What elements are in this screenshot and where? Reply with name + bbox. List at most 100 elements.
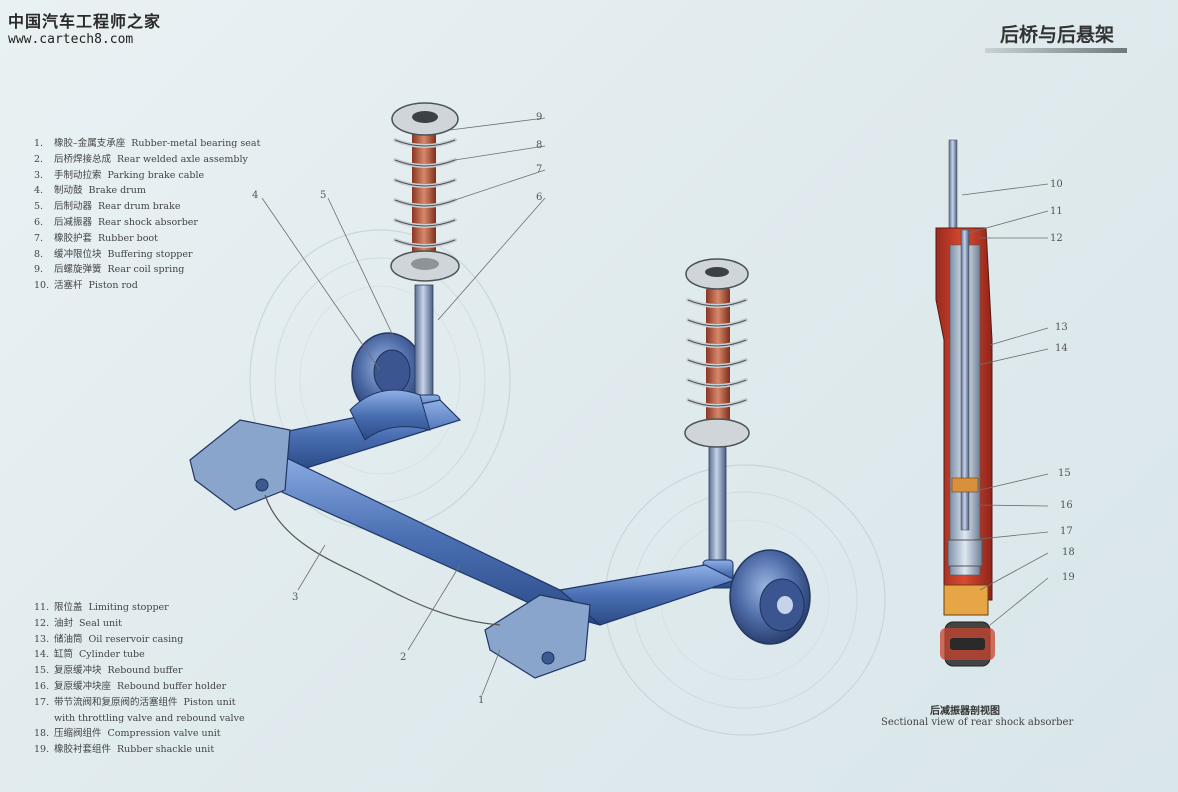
- legend-item-en: Piston unit: [183, 696, 236, 708]
- legend-item-cn: 复原缓冲块座: [54, 680, 112, 692]
- legend-item-en: Rear coil spring: [107, 264, 185, 276]
- legend-item: 15. 复原缓冲块 Rebound buffer: [34, 663, 245, 679]
- callout-3: 3: [292, 592, 298, 603]
- legend-item-n: 16.: [34, 680, 50, 692]
- legend-item-en: Brake drum: [88, 185, 146, 197]
- callout-9: 9: [536, 112, 542, 123]
- callout-18: 18: [1062, 547, 1075, 558]
- legend-item-en: Compression valve unit: [107, 728, 221, 740]
- legend-item-cn: 制动鼓: [54, 185, 83, 197]
- legend-item: 18. 压缩阀组件 Compression valve unit: [34, 726, 245, 742]
- legend-item-n: 10.: [34, 280, 50, 292]
- legend-item-cn: 后制动器: [54, 201, 93, 213]
- legend-item-cn: 复原缓冲块: [54, 665, 102, 677]
- legend-item-n: 12.: [34, 617, 50, 629]
- legend-item-en: Seal unit: [79, 617, 122, 629]
- legend-item-continuation: with throttling valve and rebound valve: [54, 712, 245, 724]
- legend-item-n: 11.: [34, 602, 50, 613]
- legend-item-en: Rear welded axle assembly: [117, 153, 248, 165]
- left-coil-spring: [390, 102, 460, 282]
- callouts: 1 2 3 4 5 6 7 8 9 10 11 12 13 14 15 16 1…: [252, 112, 1075, 706]
- legend-item-n: 4.: [34, 185, 44, 197]
- legend-item-cn: 带节流阀和复原阀的活塞组件: [54, 696, 178, 708]
- legend-item: 4. 制动鼓 Brake drum: [34, 183, 260, 199]
- legend-item-en: Piston rod: [88, 280, 138, 292]
- legend-item-en: Rear shock absorber: [98, 216, 198, 228]
- legend-item-en: Rebound buffer: [107, 665, 183, 677]
- legend-item-n: 13.: [34, 633, 50, 645]
- legend-item-en: Rear drum brake: [98, 201, 181, 213]
- legend-item-n: 2.: [34, 153, 44, 165]
- legend-item-n: 17.: [34, 696, 50, 708]
- callout-6: 6: [536, 192, 542, 203]
- legend-item-cn: 缸筒: [54, 649, 74, 661]
- legend-item-n: 14.: [34, 649, 50, 661]
- legend-item: 14. 缸筒 Cylinder tube: [34, 647, 245, 663]
- legend-item-cn: 限位盖: [54, 602, 83, 613]
- callout-13: 13: [1055, 322, 1068, 333]
- legend-item-cn: 橡胶–金属支承座: [54, 138, 126, 149]
- legend-item-n: 15.: [34, 665, 50, 677]
- legend-item-n: 6.: [34, 216, 44, 228]
- leader-lines: [261, 117, 1049, 696]
- legend-item-en: Cylinder tube: [79, 649, 145, 661]
- legend-item-en: Buffering stopper: [107, 248, 193, 260]
- legend-item-cn: 储油筒: [54, 633, 83, 645]
- callout-5: 5: [320, 190, 326, 201]
- legend-item-en: Rebound buffer holder: [117, 680, 227, 692]
- left-rubber-boot: [412, 125, 436, 270]
- legend-item: 8. 缓冲限位块 Buffering stopper: [34, 247, 260, 263]
- legend-item-cn: 后桥焊接总成: [54, 153, 112, 165]
- legend-item: 11. 限位盖 Limiting stopper: [34, 600, 245, 616]
- callout-1: 1: [478, 695, 484, 706]
- legend-item-n: 7.: [34, 232, 44, 244]
- section-caption-cn: 后减振器剖视图: [930, 706, 1000, 717]
- legend-item-en: Rubber shackle unit: [117, 744, 215, 756]
- callout-19: 19: [1062, 572, 1075, 583]
- callout-11: 11: [1050, 206, 1063, 217]
- legend-item-cn: 压缩阀组件: [54, 728, 102, 740]
- legend-item: 10. 活塞杆 Piston rod: [34, 278, 260, 294]
- legend-item-n: 18.: [34, 728, 50, 740]
- legend-item-n: 9.: [34, 264, 44, 276]
- legend-item-n: 3.: [34, 169, 44, 181]
- callout-15: 15: [1058, 468, 1071, 479]
- legend-item: 19. 橡胶衬套组件 Rubber shackle unit: [34, 742, 245, 758]
- page-title: 后桥与后悬架: [1000, 24, 1115, 46]
- legend-item: 16. 复原缓冲块座 Rebound buffer holder: [34, 679, 245, 695]
- brake-drum-right: [729, 549, 811, 645]
- rear-axle-assembly: [189, 389, 737, 679]
- callout-12: 12: [1050, 233, 1063, 244]
- callout-16: 16: [1060, 500, 1073, 511]
- parking-brake-cable: [264, 494, 501, 626]
- callout-8: 8: [536, 140, 542, 151]
- section-caption-en: Sectional view of rear shock absorber: [881, 717, 1074, 728]
- legend-item-cn: 缓冲限位块: [54, 248, 102, 260]
- watermark-url: www.cartech8.com: [8, 32, 134, 47]
- legend-item-en: Limiting stopper: [88, 602, 169, 613]
- callout-2: 2: [400, 652, 406, 663]
- legend-item-cn: 橡胶衬套组件: [54, 744, 112, 756]
- callout-7: 7: [536, 164, 542, 175]
- legend-item-cn: 手制动拉索: [54, 169, 102, 181]
- callout-17: 17: [1060, 526, 1073, 537]
- right-rubber-boot: [706, 285, 730, 425]
- legend-item-en: Oil reservoir casing: [88, 633, 184, 645]
- legend-item-n: 1.: [34, 138, 44, 149]
- legend-item-cn: 活塞杆: [54, 280, 83, 292]
- legend-item: 13. 储油筒 Oil reservoir casing: [34, 632, 245, 648]
- title-underline: [985, 48, 1127, 53]
- legend-item-n: 19.: [34, 744, 50, 756]
- legend-item: 2. 后桥焊接总成 Rear welded axle assembly: [34, 152, 260, 168]
- legend-item-cn: 橡胶护套: [54, 232, 93, 244]
- legend-item-n: 8.: [34, 248, 44, 260]
- legend-item-n: 5.: [34, 201, 44, 213]
